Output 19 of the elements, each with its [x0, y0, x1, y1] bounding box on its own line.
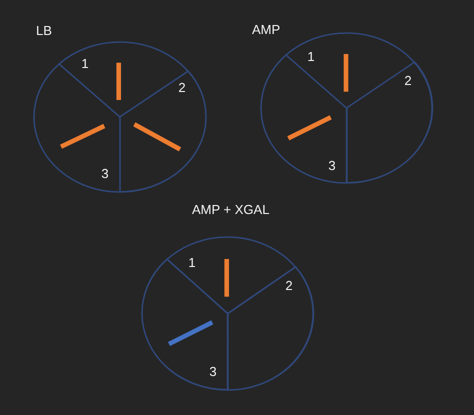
sector-number: 3 — [209, 364, 217, 379]
plate-sector — [166, 236, 296, 314]
plate-label: AMP + XGAL — [192, 203, 270, 217]
sector-number: 2 — [404, 74, 412, 88]
sector-number: 3 — [101, 166, 109, 181]
plate-label: AMP — [252, 23, 280, 37]
plate-sector — [226, 266, 314, 391]
sector-number: 2 — [285, 278, 293, 293]
sector-number: 1 — [188, 256, 196, 270]
sector-number: 1 — [307, 50, 315, 64]
sector-number: 3 — [328, 158, 336, 173]
plate-sector — [346, 61, 433, 184]
plate-sector — [118, 70, 206, 193]
plate-sector — [260, 54, 348, 184]
plate-sector — [141, 258, 228, 391]
plate-label: LB — [36, 24, 52, 38]
sector-number: 2 — [178, 81, 186, 96]
plate-sector — [58, 41, 189, 118]
sector-number: 1 — [81, 57, 89, 71]
